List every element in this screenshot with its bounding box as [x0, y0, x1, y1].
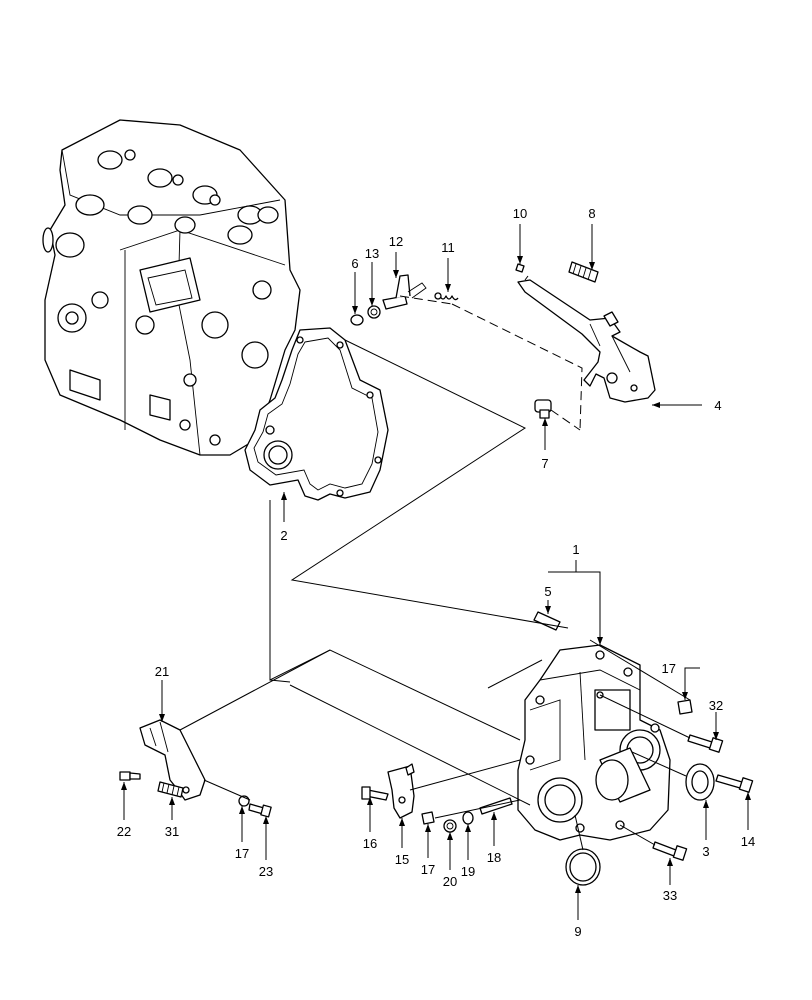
callout-7: 7 — [541, 456, 548, 471]
part-32-bolt — [687, 734, 724, 753]
part-7-sensor — [534, 399, 552, 419]
part-12-lever — [382, 274, 427, 310]
part-16-bolt — [361, 786, 389, 801]
part-20-washer — [443, 819, 457, 833]
callout-17-right: 17 — [662, 661, 676, 676]
callout-9: 9 — [574, 924, 581, 939]
assembly-lines — [179, 275, 691, 851]
part-19-nut — [462, 811, 474, 825]
callout-10: 10 — [513, 206, 527, 221]
callout-13: 13 — [365, 246, 379, 261]
part-8-spring — [568, 261, 599, 283]
callout-1: 1 — [572, 542, 579, 557]
part-21-bracket — [139, 719, 206, 801]
part-3-oil-seal — [685, 763, 715, 801]
callout-3: 3 — [702, 844, 709, 859]
part-23-bolt — [248, 803, 272, 818]
part-22-bolt — [119, 771, 141, 781]
part-31-spring — [157, 781, 184, 798]
callout-22: 22 — [117, 824, 131, 839]
callout-17-mid: 17 — [421, 862, 435, 877]
gasket — [244, 327, 389, 501]
callout-12: 12 — [389, 234, 403, 249]
callout-32: 32 — [709, 698, 723, 713]
part-6-washer — [350, 314, 364, 326]
callout-labels: 1 2 3 4 5 6 7 8 9 10 11 12 13 14 15 16 1… — [117, 206, 755, 939]
callout-15: 15 — [395, 852, 409, 867]
part-10-pin — [515, 263, 525, 273]
leader-arrowheads — [121, 256, 751, 893]
callout-18: 18 — [487, 850, 501, 865]
part-17-nut-mid — [421, 811, 435, 825]
part-13-seal — [367, 305, 381, 319]
part-9-o-ring — [565, 848, 601, 886]
callout-19: 19 — [461, 864, 475, 879]
callout-31: 31 — [165, 824, 179, 839]
part-15-bracket — [387, 763, 415, 819]
timing-cover — [517, 644, 671, 841]
callout-23: 23 — [259, 864, 273, 879]
part-4-bracket — [517, 279, 656, 403]
callout-14: 14 — [741, 834, 755, 849]
part-17-nut — [677, 699, 693, 715]
part-33-bolt — [652, 841, 688, 861]
callout-16: 16 — [363, 836, 377, 851]
callout-5: 5 — [544, 584, 551, 599]
part-18-stud — [479, 797, 513, 815]
part-5-dowel-pin — [533, 611, 561, 631]
callout-20: 20 — [443, 874, 457, 889]
part-11-spring — [434, 292, 459, 301]
callout-11: 11 — [441, 240, 455, 255]
callout-2: 2 — [280, 528, 287, 543]
part-14-bolt — [715, 774, 754, 793]
callout-4: 4 — [714, 398, 721, 413]
callout-6: 6 — [351, 256, 358, 271]
callout-21: 21 — [155, 664, 169, 679]
callout-17-left: 17 — [235, 846, 249, 861]
callout-33: 33 — [663, 888, 677, 903]
engine-block — [42, 119, 301, 456]
callout-8: 8 — [588, 206, 595, 221]
